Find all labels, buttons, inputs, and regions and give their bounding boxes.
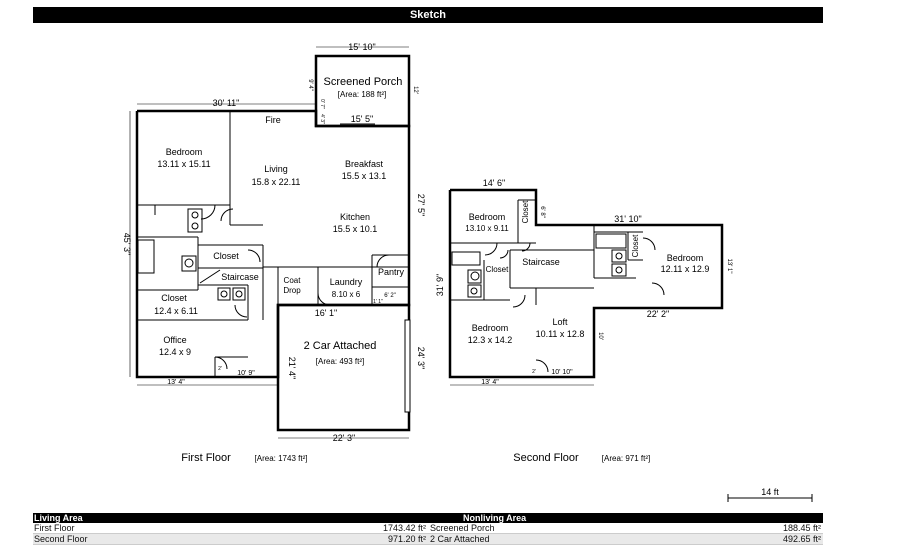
ff-dim-porch-small2: 4' 3" [319,114,325,124]
second-floor-label: Second Floor [513,452,579,464]
porch-name: Screened Porch [324,76,403,88]
ff-kitchen-size: 15.5 x 10.1 [333,224,378,234]
summary-living-header: Living Area [34,513,83,523]
ff-laundry-size: 8.10 x 6 [332,290,361,299]
sf-dim-loft-right: 10' [597,332,603,340]
first-floor-label: First Floor [181,452,231,464]
sf-dim-bottom-mid: 10' 10" [551,369,573,376]
area-summary-table: Living Area Nonliving Area First Floor 1… [33,513,823,545]
ff-garage-name: 2 Car Attached [304,340,377,352]
sf-closet1-name: Closet [521,200,530,223]
summary-nonliving-header: Nonliving Area [463,513,527,523]
sf-dim-right: 13' 1" [726,259,732,274]
ff-dim-bottom-mid: 10' 9" [237,370,255,377]
ff-dim-garage-right: 24' 3" [416,347,426,369]
garage-door [404,319,411,413]
ff-laundry-name: Laundry [330,277,363,287]
ff-breakfast-size: 15.5 x 13.1 [342,171,387,181]
ff-bedroom-name: Bedroom [166,147,203,157]
summary-row-nl-value: 188.45 ft² [782,523,821,533]
summary-row: First Floor 1743.42 ft² Screened Porch 1… [33,523,823,534]
scale-bar: 14 ft [727,487,813,502]
ff-office-name: Office [163,335,186,345]
ff-dim-bottom-left: 13' 4" [167,379,185,386]
summary-row-name: First Floor [34,523,75,533]
ff-fire-label: Fire [265,115,281,125]
first-floor-area: [Area: 1743 ft²] [255,454,308,463]
first-floor-labels: 15' 10" 30' 11" 15' 5" 9' 4" 0' 7" 4' 3"… [122,42,426,464]
ff-staircase-name: Staircase [221,272,259,282]
sf-dim-bottom-left: 13' 4" [481,379,499,386]
ff-coat-drop-1: Coat [284,276,302,285]
summary-row-nl-name: Screened Porch [430,523,495,533]
sf-dim-left: 31' 9" [435,274,445,296]
ff-dim-garage-bottom: 22' 3" [333,433,355,443]
ff-living-name: Living [264,164,288,174]
sf-bedroom2-size: 12.11 x 12.9 [661,264,710,274]
screened-porch-outline [314,54,411,128]
porch-area: [Area: 188 ft²] [338,90,386,99]
ff-garage-area: [Area: 493 ft²] [316,357,364,366]
ff-living-size: 15.8 x 22.11 [252,177,301,187]
ff-pantry-name: Pantry [378,267,405,277]
second-floor-outline [448,188,724,379]
sf-dim-bed-small: 6' 8" [539,206,545,218]
second-floor-labels: 14' 6" 31' 10" 6' 8" Bedroom 13.10 x 9.1… [435,178,732,464]
ff-dim-porch-top: 15' 10" [348,42,375,52]
summary-row-value: 971.20 ft² [387,534,426,544]
ff-dim-right-upper: 27' 5" [416,194,426,216]
sketch-title-bar: Sketch [33,7,823,23]
ff-dim-porch-right: 12' [412,86,418,94]
sf-loft-size: 10.11 x 12.8 [536,329,585,339]
second-floor-plan [448,188,724,386]
ff-closet-b-name: Closet [161,293,187,303]
sketch-title: Sketch [409,9,447,21]
summary-row: Second Floor 971.20 ft² 2 Car Attached 4… [33,534,823,545]
ff-dim-top: 30' 11" [213,98,240,108]
ff-dim-porch-bottom: 15' 5" [351,114,373,124]
sf-dim-top-right: 31' 10" [614,214,641,224]
ff-dim-porch-left: 9' 4" [307,79,313,91]
ff-dim-porch-small1: 0' 7" [319,99,325,109]
sf-staircase-name: Staircase [522,257,560,267]
first-floor-plan [129,46,411,439]
ff-dim-small-left: 2' [218,366,222,372]
sf-dim-small-left: 2' [532,369,536,375]
ff-dim-pantry-side: 1' 1" [373,299,383,305]
sf-bedroom2-name: Bedroom [667,253,704,263]
summary-row-value: 1743.42 ft² [382,523,426,533]
ff-closet-a-name: Closet [213,251,239,261]
ff-closet-b-size: 12.4 x 6.11 [154,306,198,316]
summary-header: Living Area Nonliving Area [33,513,823,523]
ff-office-size: 12.4 x 9 [159,347,191,357]
ff-dim-left: 45' 3" [122,233,132,255]
sf-bedroom3-name: Bedroom [472,323,509,333]
scale-label: 14 ft [761,487,779,497]
sf-dim-top-left: 14' 6" [483,178,505,188]
sf-closet2-name: Closet [486,265,509,274]
second-floor-area: [Area: 971 ft²] [602,454,650,463]
sf-bedroom1-size: 13.10 x 9.11 [465,224,509,233]
sf-loft-name: Loft [552,317,568,327]
ff-coat-drop-2: Drop [283,286,301,295]
sf-dim-bottom-right: 22' 2" [647,309,669,319]
summary-row-nl-value: 492.65 ft² [782,534,821,544]
ff-breakfast-name: Breakfast [345,159,384,169]
summary-row-nl-name: 2 Car Attached [430,534,490,544]
ff-bedroom-size: 13.11 x 15.11 [157,159,210,169]
sf-closet3-name: Closet [631,234,640,257]
ff-dim-pantry-small: 6' 2" [384,293,396,299]
ff-dim-garage-top: 16' 1" [315,308,337,318]
ff-dim-garage-left: 21' 4" [287,357,297,379]
sf-bedroom1-name: Bedroom [469,212,506,222]
sf-bedroom3-size: 12.3 x 14.2 [468,335,513,345]
ff-kitchen-name: Kitchen [340,212,370,222]
summary-row-name: Second Floor [34,534,88,544]
